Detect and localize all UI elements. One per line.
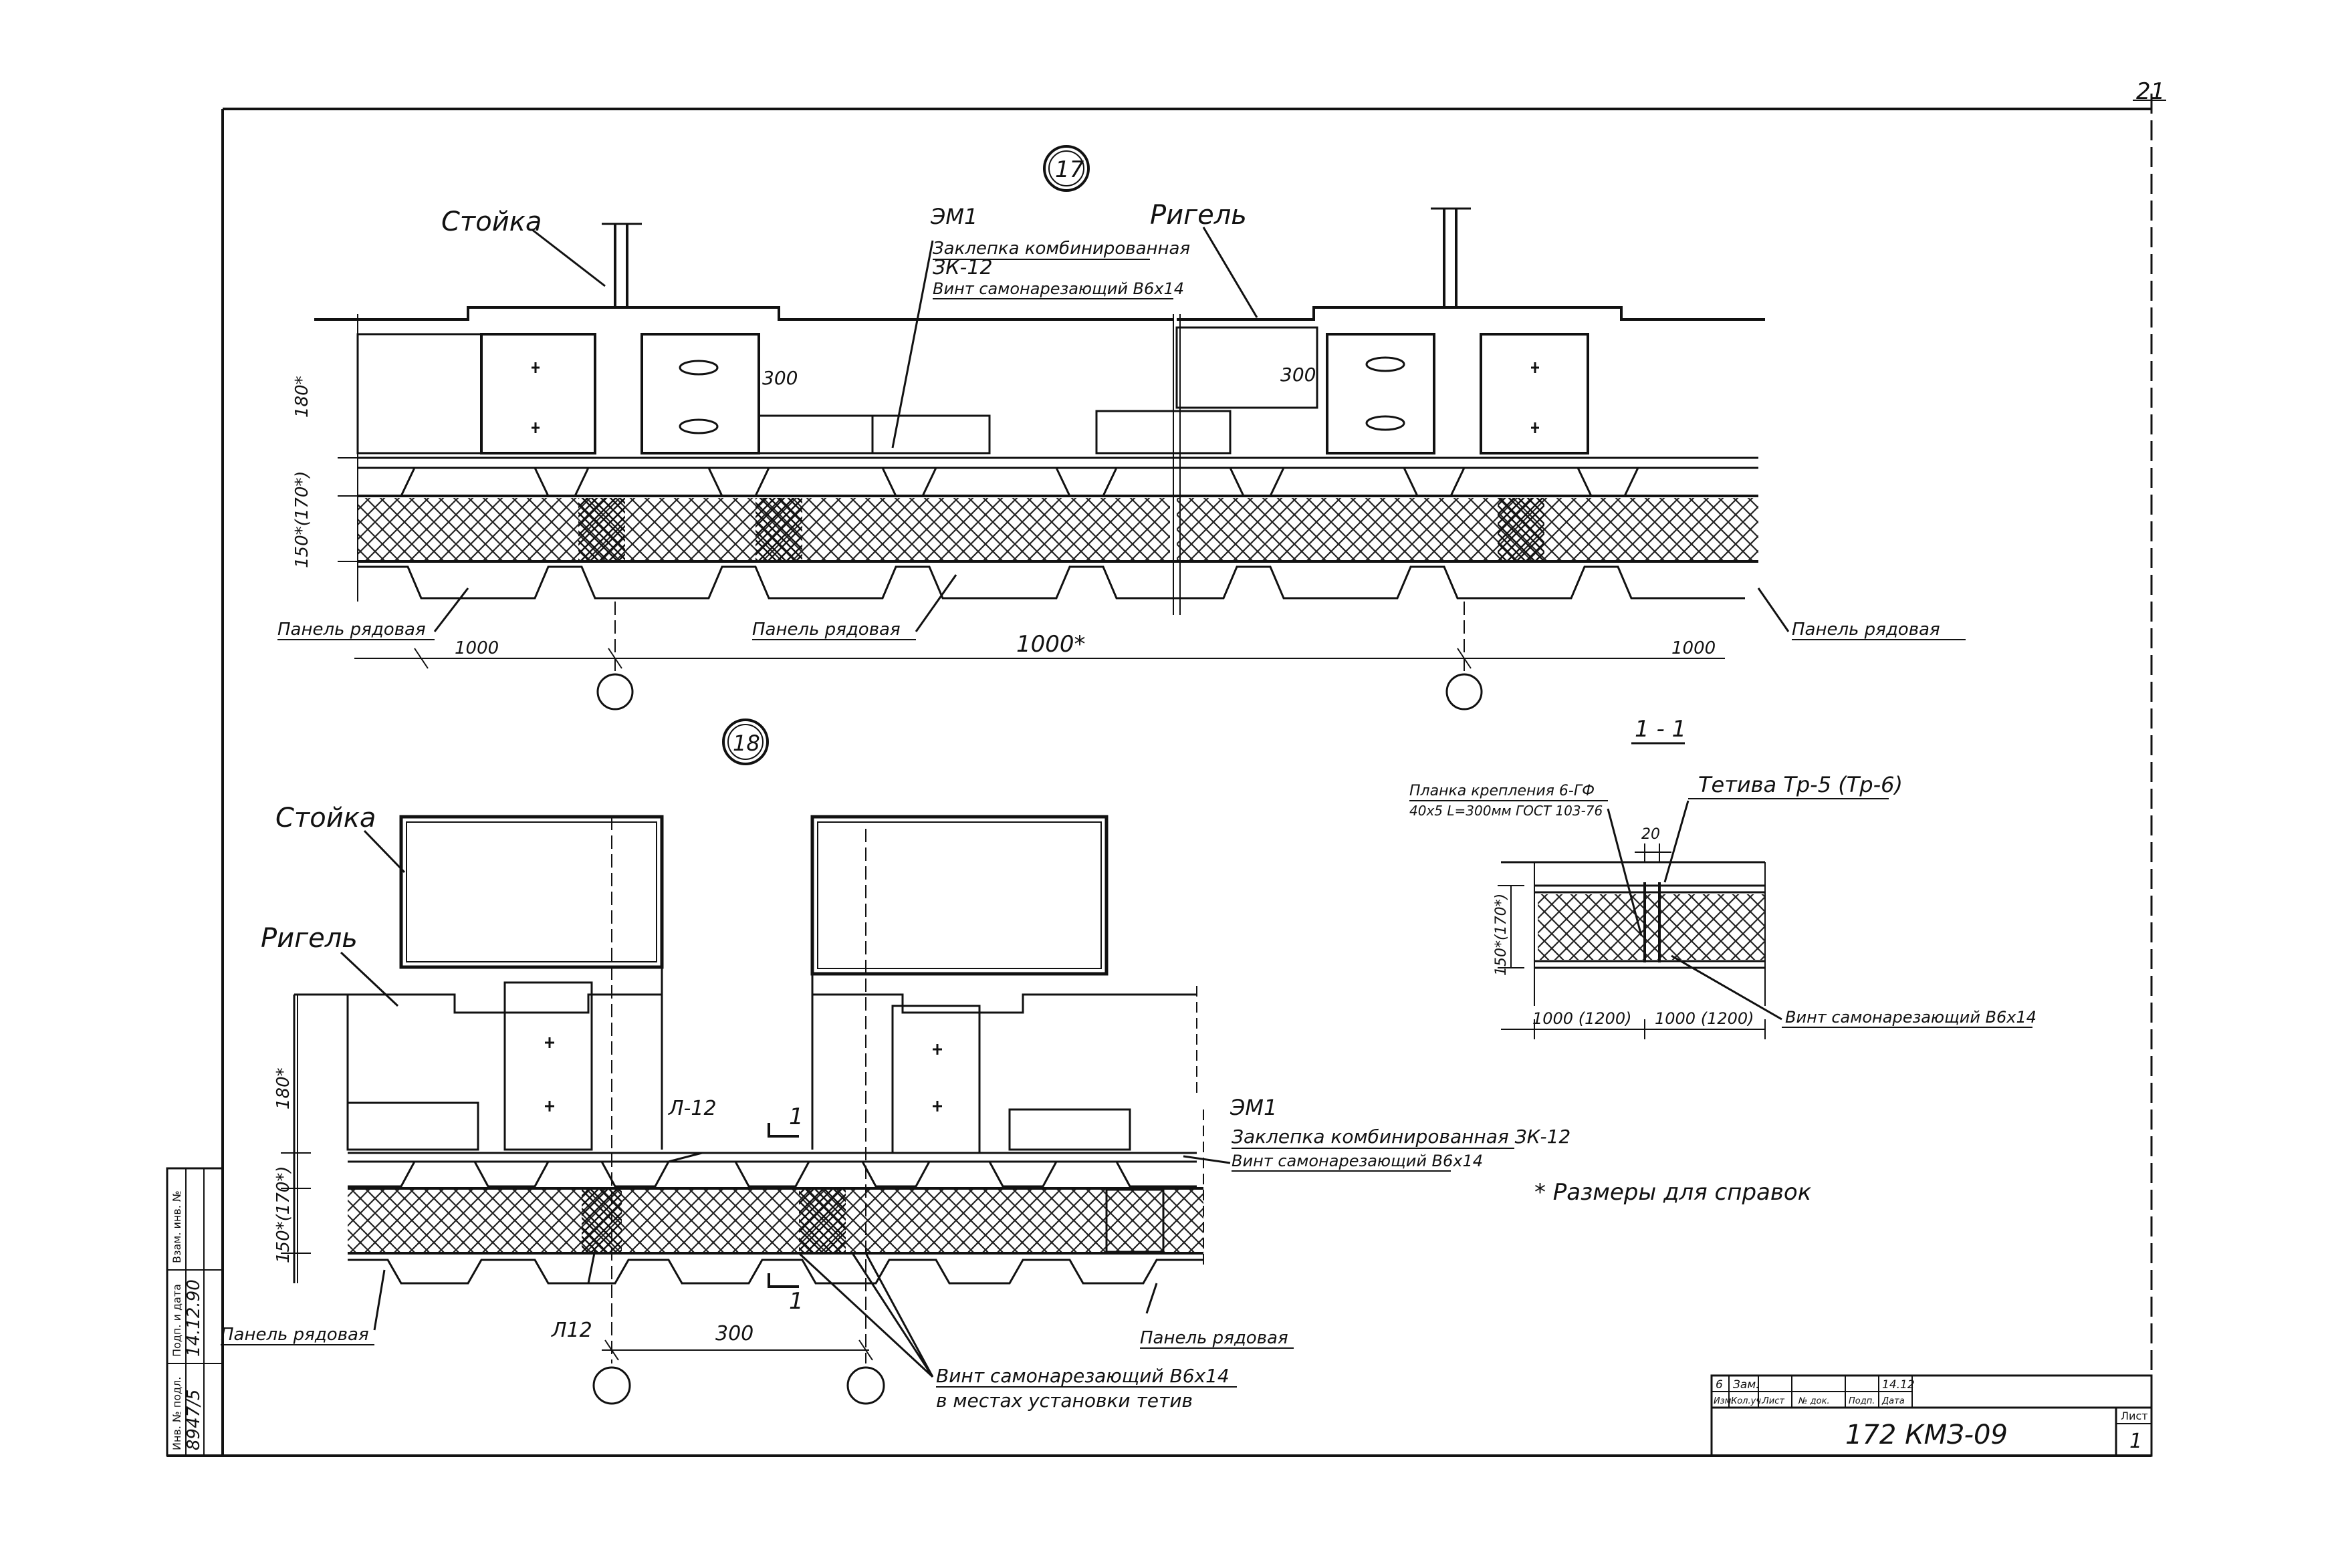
rev-head-4: № док. — [1798, 1396, 1830, 1406]
section-dim-150: 150*(170*) — [1493, 894, 1510, 976]
detail-17-zaklepka-3: Винт самонарезающий В6х14 — [933, 279, 1184, 298]
detail-17-dim-150: 150*(170*) — [292, 471, 312, 568]
detail-18-panel-right: Панель рядовая — [1140, 1328, 1288, 1348]
axis-marker-1 — [596, 673, 634, 710]
detail-17-number: 17 — [1055, 156, 1084, 183]
section-dim-left: 1000 (1200) — [1532, 1009, 1632, 1028]
detail-18-zaklepka-1: Заклепка комбинированная ЗК-12 — [1232, 1126, 1570, 1148]
detail-18-dim-300: 300 — [715, 1322, 753, 1345]
detail-18-labels: 18 Стойка Ригель 180* 150*(170*) Л-12 Л1… — [221, 731, 1570, 1412]
rev-cell-1: 6 — [1716, 1378, 1723, 1392]
detail-17-panel-right: Панель рядовая — [1792, 620, 1940, 640]
axis-marker-3 — [592, 1366, 631, 1405]
detail-18-section-mark-bottom: 1 — [789, 1288, 804, 1315]
detail-18-dim-150: 150*(170*) — [273, 1166, 294, 1263]
rev-head-1: Изм. — [1714, 1396, 1734, 1406]
detail-18-section-mark-top: 1 — [789, 1103, 804, 1130]
footnote: * Размеры для справок — [1534, 1179, 1812, 1206]
detail-18 — [281, 718, 1231, 1405]
page-number: 21 — [2136, 78, 2165, 105]
rev-cell-2: Зам. — [1733, 1378, 1760, 1392]
side-stamp-value-1: 8947/5 — [184, 1390, 204, 1450]
side-stamp: Инв. № подл. Подп. и дата Взам. инв. № 8… — [166, 1167, 224, 1457]
detail-18-em1: ЭМ1 — [1230, 1095, 1277, 1120]
detail-17-marker — [1043, 145, 1090, 192]
detail-18-vint-1: Винт самонарезающий В6х14 — [936, 1365, 1230, 1387]
detail-17 — [314, 145, 1790, 710]
section-dim-right: 1000 (1200) — [1655, 1009, 1754, 1028]
section-insulation — [1538, 894, 1765, 960]
side-stamp-value-2: 14.12.90 — [184, 1279, 204, 1357]
section-plank-1: Планка крепления 6-ГФ — [1409, 783, 1595, 799]
detail-18-zaklepka-2: Винт самонарезающий В6х14 — [1232, 1152, 1483, 1170]
rev-head-2: Кол.уч. — [1731, 1396, 1764, 1406]
detail-17-dim-300-left: 300 — [762, 367, 798, 389]
detail-18-label-rigel: Ригель — [261, 923, 358, 954]
detail-18-number: 18 — [733, 731, 760, 756]
detail-18-vint-2: в местах установки тетив — [936, 1390, 1193, 1412]
detail-17-panel-left: Панель рядовая — [277, 620, 426, 640]
detail-17-panel-mid: Панель рядовая — [752, 620, 901, 640]
section-plank-2: 40х5 L=300мм ГОСТ 103-76 — [1409, 803, 1603, 819]
rev-head-3: Лист — [1762, 1396, 1784, 1406]
axis-marker-4 — [846, 1366, 885, 1405]
detail-17-em1: ЭМ1 — [930, 204, 977, 229]
detail-18-label-stoika: Стойка — [275, 803, 376, 833]
detail-17-labels: 17 Стойка Ригель ЭМ1 Заклепка комбиниров… — [277, 156, 1966, 658]
section-title: 1 - 1 — [1635, 716, 1686, 743]
section-1-1 — [1498, 742, 1782, 1039]
detail-17-zaklepka-1: Заклепка комбинированная — [933, 239, 1190, 259]
axis-marker-2 — [1445, 673, 1483, 710]
sheet-label: Лист — [2121, 1410, 2148, 1422]
detail-18-l12-bottom: Л12 — [551, 1319, 592, 1342]
section-vint: Винт самонарезающий В6х14 — [1785, 1008, 2036, 1027]
detail-18-insulation — [348, 1190, 1203, 1252]
drawing-code: 172 КМЗ-09 — [1845, 1420, 2008, 1450]
detail-17-dim-1000-right: 1000 — [1671, 638, 1716, 658]
rev-head-5: Подп. — [1849, 1396, 1875, 1406]
side-stamp-label-2: Подп. и дата — [170, 1284, 183, 1357]
section-dim-20: 20 — [1641, 826, 1660, 843]
side-stamp-label-3: Взам. инв. № — [170, 1190, 183, 1263]
side-stamp-label-1: Инв. № подл. — [170, 1377, 183, 1450]
detail-17-dim-300-right: 300 — [1280, 364, 1316, 386]
title-block: 6 Зам. 14.12 Изм. Кол.уч. Лист № док. По… — [1710, 1374, 2153, 1457]
section-tetiva: Тетива Тр-5 (Тр-6) — [1698, 772, 1903, 797]
section-1-1-labels: 1 - 1 Планка крепления 6-ГФ 40х5 L=300мм… — [1409, 716, 2036, 1028]
detail-18-panel-left: Панель рядовая — [221, 1325, 369, 1345]
detail-18-dim-180: 180* — [273, 1067, 294, 1109]
detail-17-dim-180: 180* — [292, 376, 312, 418]
detail-18-marker — [722, 718, 769, 765]
rev-head-6: Дата — [1881, 1396, 1905, 1406]
detail-17-dim-1000-mid: 1000* — [1016, 631, 1086, 658]
detail-17-dim-1000-left: 1000 — [455, 638, 499, 658]
sheet-number: 1 — [2129, 1430, 2142, 1453]
detail-17-label-rigel: Ригель — [1150, 200, 1247, 231]
rev-cell-6: 14.12 — [1882, 1378, 1915, 1392]
detail-18-l12-top: Л-12 — [668, 1097, 717, 1120]
detail-17-label-stoika: Стойка — [441, 207, 542, 237]
